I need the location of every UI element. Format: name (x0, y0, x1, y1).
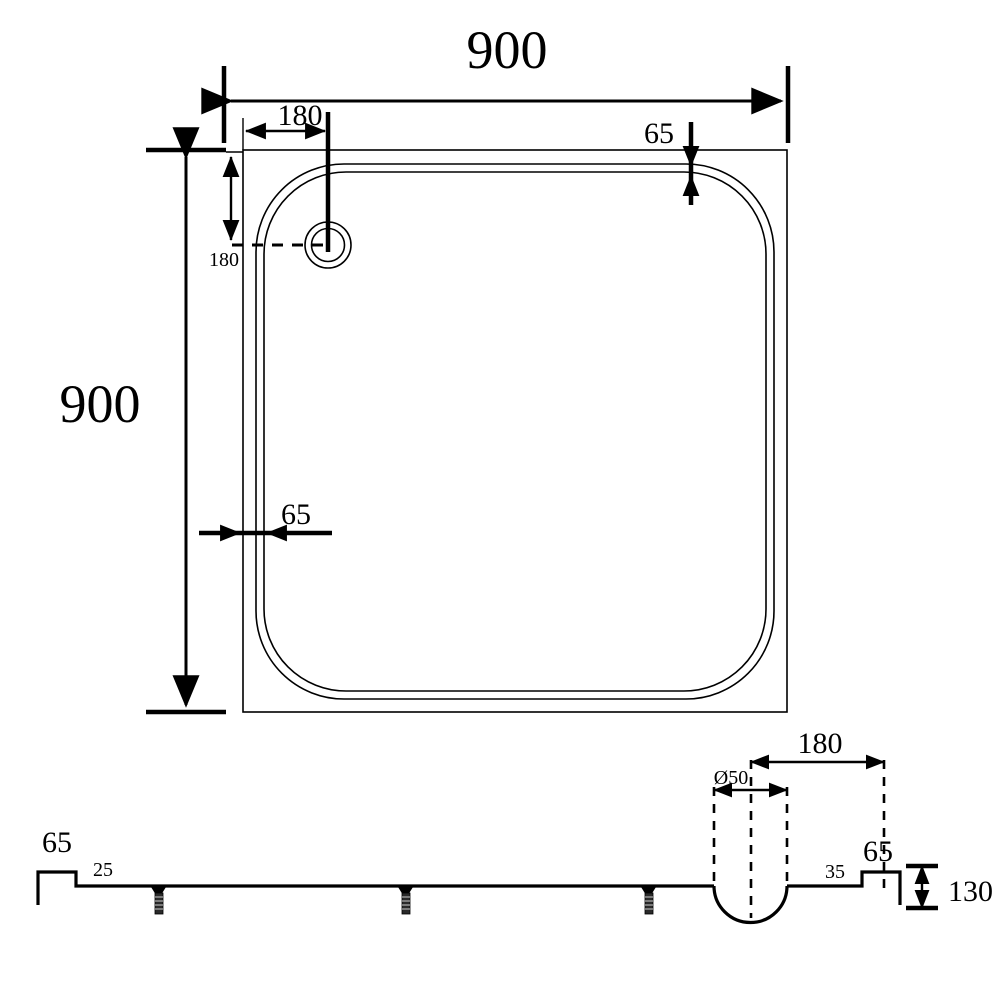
tray-outline (242, 149, 788, 713)
dim-plan-depth: 900 (60, 127, 226, 715)
tray-rim-outer-curve (255, 163, 775, 700)
dim-section-drain-offset: 180 (749, 727, 886, 770)
leg-1 (151, 887, 166, 915)
dim-label-section-thickness: 25 (93, 859, 113, 881)
dim-label-section-drain-offset: 180 (798, 727, 843, 760)
leg-2 (398, 887, 413, 915)
dim-label-drain-y: 180 (209, 249, 239, 271)
dim-label-drain-x: 180 (278, 99, 323, 132)
dim-rim-left: 65 (199, 498, 332, 542)
dim-label-plan-width: 900 (467, 20, 548, 80)
dim-drain-diameter: Ø50 (712, 767, 789, 798)
dim-drain-offset-y: 180 (209, 151, 332, 271)
drain-extension-lines (712, 760, 886, 918)
tray-rim-inner-curve (263, 171, 767, 692)
leg-group (151, 887, 656, 915)
dim-drain-offset-x: 180 (242, 99, 331, 252)
dim-section-height: 130 (906, 863, 993, 911)
leg-3 (641, 887, 656, 915)
dim-label-drain-diameter: Ø50 (714, 767, 748, 789)
dim-label-plan-depth: 900 (60, 374, 141, 434)
dim-label-section-right-rim: 65 (863, 835, 893, 868)
dim-label-section-left-rim: 65 (42, 826, 72, 859)
dim-label-section-height: 130 (948, 875, 993, 908)
drain-bowl (712, 885, 789, 925)
dim-label-rim-left: 65 (281, 498, 311, 531)
section-profile-left (36, 870, 714, 905)
dim-label-rim-top: 65 (644, 117, 674, 150)
plan-view: 900 900 180 180 (60, 20, 791, 715)
dim-label-section-right-inner: 35 (825, 861, 845, 883)
section-view: 65 25 35 65 Ø50 180 130 (36, 727, 993, 925)
dim-rim-top: 65 (644, 117, 700, 205)
dim-plan-width: 900 (201, 20, 791, 143)
section-profile-right (787, 870, 902, 905)
